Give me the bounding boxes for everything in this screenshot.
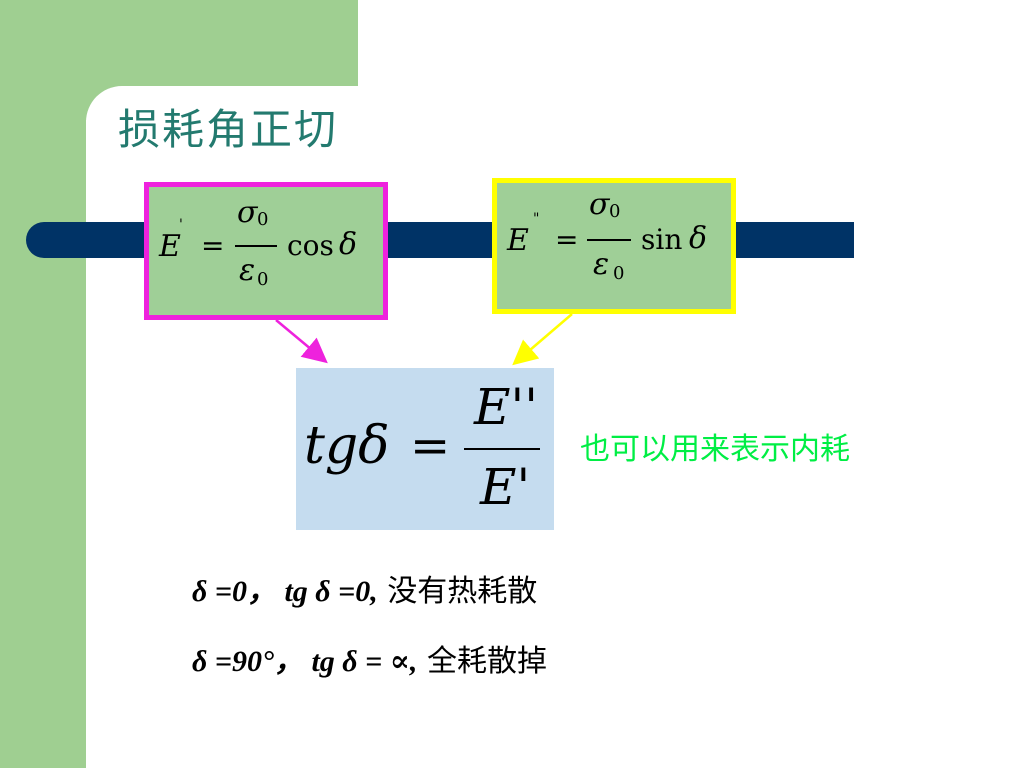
f3-lhs: tgδ bbox=[304, 416, 390, 476]
f3-eq: = bbox=[410, 418, 451, 474]
f2-den: ε bbox=[593, 247, 610, 282]
f2-var: δ bbox=[689, 221, 708, 256]
formula-box-loss-modulus: E " = σ 0 ε 0 sin δ bbox=[492, 178, 736, 314]
f2-den-sub: 0 bbox=[613, 263, 625, 284]
statement-zero: δ =0， tg δ =0, 没有热耗散 bbox=[192, 566, 537, 610]
f1-var: δ bbox=[339, 227, 358, 262]
statement-zero-math: δ =0， tg δ =0, bbox=[192, 575, 378, 608]
f3-den: E' bbox=[480, 458, 531, 516]
slide-title: 损耗角正切 bbox=[118, 105, 339, 154]
loss-tangent-formula-box: tgδ = E'' E' bbox=[296, 368, 554, 530]
statement-zero-text: 没有热耗散 bbox=[387, 574, 538, 609]
f2-func: sin bbox=[641, 223, 683, 256]
f2-prime: " bbox=[533, 211, 540, 227]
f3-num: E'' bbox=[474, 378, 538, 436]
f1-lhs: E bbox=[159, 229, 181, 264]
f1-den: ε bbox=[239, 253, 256, 288]
f2-eq: = bbox=[555, 223, 579, 256]
f2-num-sub: 0 bbox=[609, 201, 621, 222]
f3-fraction-line bbox=[464, 448, 540, 450]
f2-num: σ bbox=[589, 187, 610, 222]
f1-den-sub: 0 bbox=[257, 269, 269, 290]
note-internal-friction: 也可以用来表示内耗 bbox=[580, 432, 850, 467]
f1-func: cos bbox=[287, 229, 334, 262]
f1-num: σ bbox=[237, 195, 258, 230]
f1-fraction-line bbox=[235, 245, 277, 247]
statement-ninety: δ =90°， tg δ = ∝, 全耗散掉 bbox=[192, 636, 547, 680]
f1-eq: = bbox=[201, 229, 225, 262]
f1-num-sub: 0 bbox=[257, 209, 269, 230]
formula-box-storage-modulus: E ' = σ 0 ε 0 cos δ bbox=[144, 182, 388, 320]
yellow-arrow bbox=[512, 313, 573, 366]
f2-fraction-line bbox=[587, 239, 631, 241]
f1-prime: ' bbox=[179, 217, 183, 233]
magenta-arrow bbox=[275, 319, 328, 364]
statement-ninety-text: 全耗散掉 bbox=[426, 644, 547, 679]
green-left-band bbox=[0, 0, 86, 768]
f2-lhs: E bbox=[507, 223, 529, 258]
statement-ninety-math: δ =90°， tg δ = ∝, bbox=[192, 645, 418, 678]
